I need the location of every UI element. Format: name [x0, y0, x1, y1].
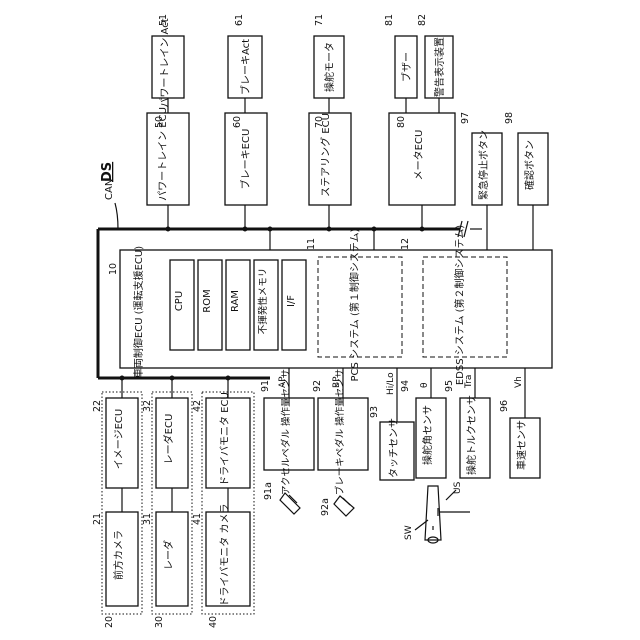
ecu-box-60: ブレーキECU 60	[225, 113, 267, 232]
ref-11: 11	[306, 238, 317, 250]
ref-31: 31	[142, 513, 153, 525]
ref-70: 70	[314, 116, 325, 128]
sensor-94-text: 操舵角センサ	[421, 405, 434, 465]
ref-98: 98	[504, 112, 515, 124]
component-if: I/F	[286, 295, 297, 307]
ref-60: 60	[232, 116, 243, 128]
ref-42: 42	[192, 400, 203, 412]
figure-label: DS	[100, 162, 115, 182]
pcs-system-text: PCS システム (第１制御システム)	[348, 228, 361, 381]
button-box-98: 確認ボタン 98	[504, 112, 548, 250]
actuator-51-text: パワートレイン Act	[159, 18, 171, 107]
ref-41: 41	[192, 513, 203, 525]
edss-system-text: EDSS システム (第２制御システム)	[453, 225, 466, 385]
ref-82: 82	[417, 14, 428, 26]
us-label: US	[453, 481, 463, 494]
ref-91a: 91a	[263, 482, 274, 500]
ecu-42-text: ドライバモニタ ECU	[219, 392, 231, 486]
ecu-22-text: イメージECU	[114, 409, 125, 469]
driver-monitor-unit-40: ドライバモニタ ECU 42 ドライバモニタ カメラ 41 40	[192, 376, 254, 629]
actuator-box-81: ブザー 81	[384, 14, 417, 113]
ref-95: 95	[444, 380, 455, 392]
ref-97: 97	[460, 112, 471, 124]
actuator-61-text: ブレーキAct	[239, 39, 252, 95]
sensor-91: アクセルペダル 操作量センサ 91 AP 91a	[260, 368, 314, 514]
ref-10: 10	[108, 263, 119, 275]
steering-wheel-icon: SW US	[404, 481, 470, 543]
component-rom: ROM	[202, 289, 213, 312]
ref-92: 92	[312, 380, 323, 392]
component-nvm: 不揮発性メモリ	[257, 268, 269, 335]
ref-30: 30	[154, 616, 165, 628]
ref-12: 12	[400, 238, 411, 250]
camera-unit-20: イメージECU 22 前方カメラ 21 20	[92, 376, 142, 629]
ref-93: 93	[369, 406, 380, 418]
ref-94: 94	[400, 380, 411, 392]
device-21-text: 前方カメラ	[112, 530, 125, 580]
ref-50: 50	[154, 116, 165, 128]
sensor-96: 車速センサ 96 Vh	[499, 368, 540, 478]
sensor-93-text: タッチセンサ	[388, 418, 400, 478]
ecu-60-text: ブレーキECU	[239, 129, 252, 190]
ecu-box-70: ステアリング ECU 70	[309, 113, 351, 232]
component-ram: RAM	[230, 290, 241, 312]
main-ecu-title: 車両制御ECU (運転支援ECU)	[132, 246, 145, 378]
ref-96: 96	[499, 400, 510, 412]
button-98-text: 確認ボタン	[523, 140, 536, 190]
signal-vh: Vh	[514, 376, 524, 388]
ref-40: 40	[208, 616, 219, 628]
ref-91: 91	[260, 380, 271, 392]
signal-ap: AP	[278, 376, 288, 388]
signal-theta: θ	[420, 382, 430, 388]
ecu-box-80: メータECU 80	[389, 113, 455, 232]
ecu-box-50: パワートレイン ECU 50	[147, 107, 189, 231]
signal-hilo: Hi/Lo	[386, 372, 396, 395]
ecu-80-text: メータECU	[413, 130, 425, 181]
sensor-96-text: 車速センサ	[515, 420, 528, 470]
sw-label: SW	[404, 525, 414, 540]
device-31-text: レーダ	[162, 540, 175, 570]
radar-unit-30: レーダECU 32 レーダ 31 30	[142, 376, 192, 629]
actuator-box-51: パワートレイン Act 51	[152, 14, 184, 113]
signal-tra: Tra	[464, 375, 474, 389]
ref-80: 80	[396, 116, 407, 128]
actuator-82-text: 警告表示装置	[433, 37, 446, 97]
actuator-box-61: ブレーキAct 61	[228, 14, 262, 113]
sensor-95-text: 操舵トルクセンサ	[465, 395, 478, 475]
actuator-box-71: 操舵モータ 71	[314, 14, 344, 113]
vehicle-control-ecu: 車両制御ECU (運転支援ECU) 10 CPU ROM RAM 不揮発性メモリ…	[108, 225, 552, 385]
sensor-92: ブレーキペダル 操作量センサ 92 BP 92a	[312, 368, 368, 516]
ref-21: 21	[92, 513, 103, 525]
ref-61: 61	[234, 14, 245, 26]
ref-71: 71	[314, 14, 325, 26]
actuator-box-82: 警告表示装置 82	[417, 14, 453, 113]
ecu-32-text: レーダECU	[162, 414, 175, 465]
device-41-text: ドライバモニタ カメラ	[219, 504, 231, 607]
actuator-81-text: ブザー	[400, 52, 413, 82]
ref-81: 81	[384, 14, 395, 26]
ref-22: 22	[92, 400, 103, 412]
component-cpu: CPU	[174, 291, 185, 311]
ref-92a: 92a	[320, 498, 331, 516]
ref-20: 20	[104, 616, 115, 628]
signal-bp: BP	[332, 376, 342, 388]
actuator-71-text: 操舵モータ	[323, 42, 336, 92]
sensor-95: 操舵トルクセンサ 95 Tra	[444, 368, 490, 478]
button-97-text: 緊急停止ボタン	[477, 130, 490, 200]
ref-51: 51	[158, 14, 169, 26]
ref-32: 32	[142, 400, 153, 412]
